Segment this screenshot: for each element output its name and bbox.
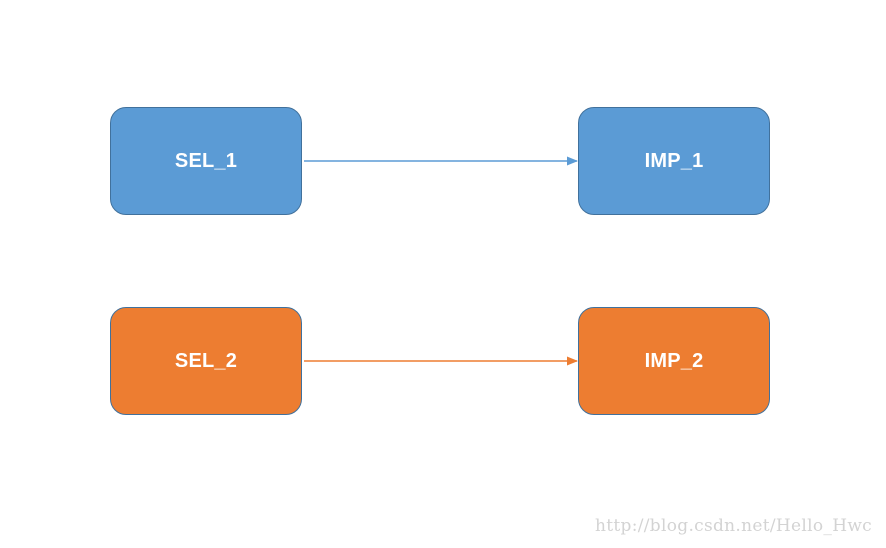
node-label: SEL_2 <box>174 349 238 372</box>
node-imp-2: IMP_2 <box>578 307 770 415</box>
node-label: IMP_1 <box>644 149 704 172</box>
node-label: IMP_2 <box>644 349 704 372</box>
node-imp-1: IMP_1 <box>578 107 770 215</box>
node-sel-2: SEL_2 <box>110 307 302 415</box>
node-label: SEL_1 <box>174 149 238 172</box>
watermark-text: http://blog.csdn.net/Hello_Hwc <box>595 516 872 536</box>
node-sel-1: SEL_1 <box>110 107 302 215</box>
